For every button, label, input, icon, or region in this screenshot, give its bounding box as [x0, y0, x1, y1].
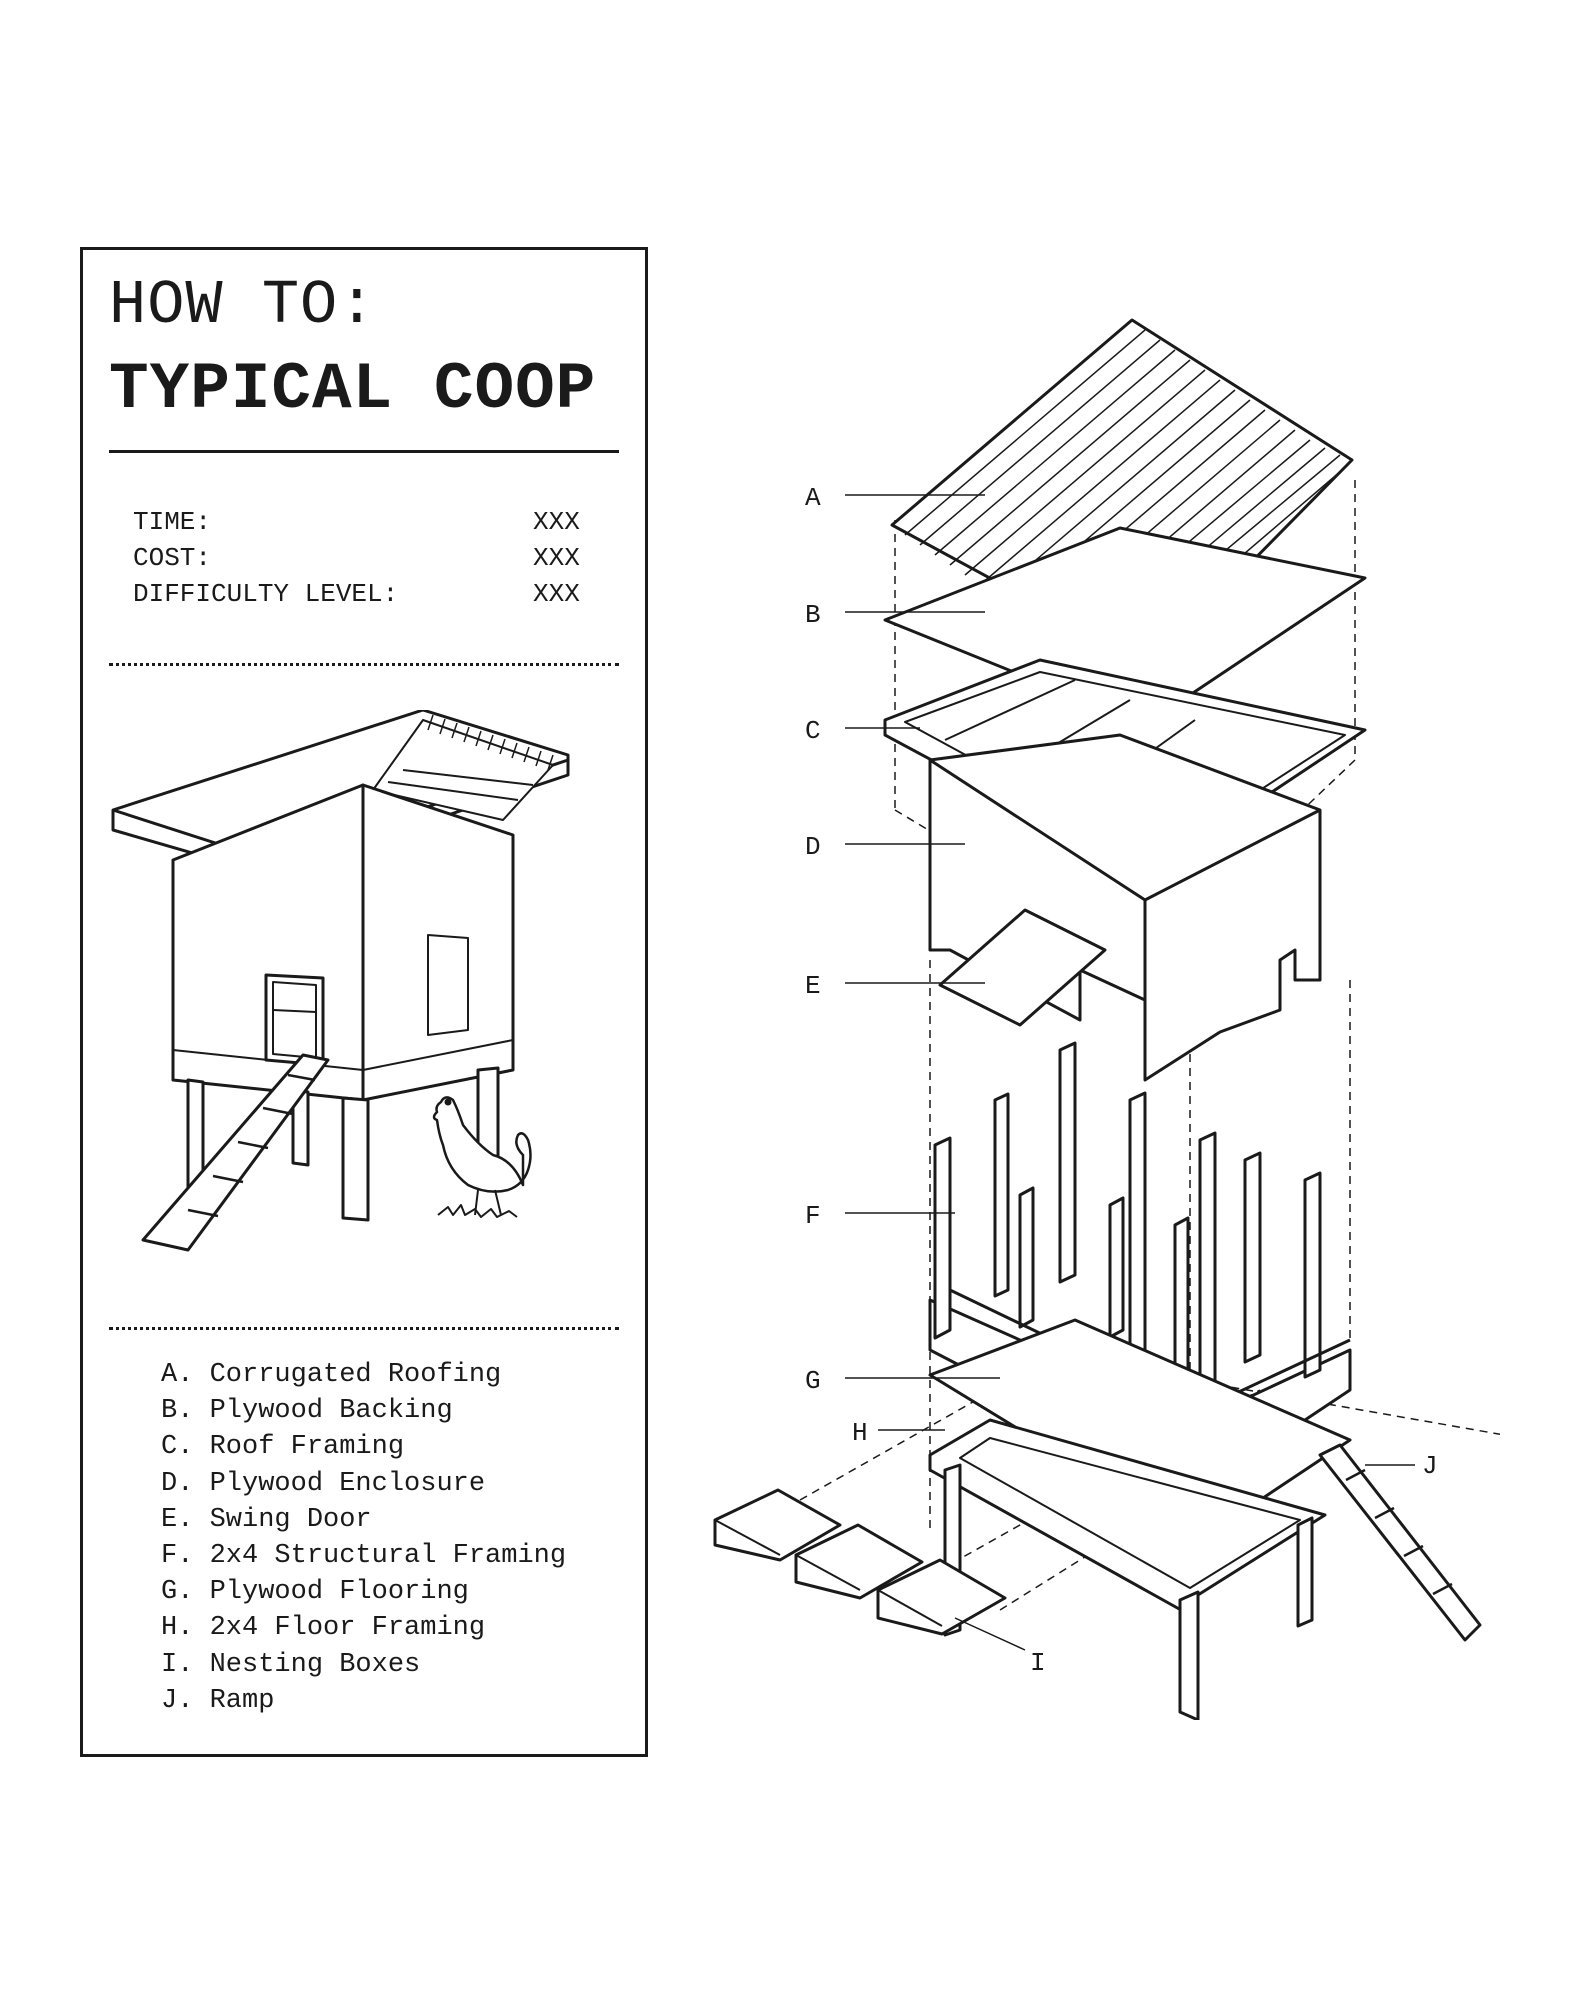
title-underline — [109, 450, 619, 453]
spec-value: XXX — [533, 507, 580, 537]
callout-h: H — [852, 1418, 868, 1448]
spec-label: DIFFICULTY LEVEL: — [133, 579, 399, 609]
spec-cost: COST: XXX — [133, 543, 583, 577]
list-item: G. Plywood Flooring — [161, 1577, 469, 1608]
spec-label: COST: — [133, 543, 212, 573]
parts-list: A. Corrugated Roofing B. Plywood Backing… — [161, 1360, 566, 1722]
list-item: A. Corrugated Roofing — [161, 1360, 502, 1390]
list-item: H. 2x4 Floor Framing — [161, 1613, 486, 1644]
callout-c: C — [805, 716, 821, 746]
part-e-swing-door — [938, 908, 1107, 1027]
spec-label: TIME: — [133, 507, 212, 537]
title-typical-coop: TYPICAL COOP — [109, 352, 597, 427]
list-item: D. Plywood Enclosure — [161, 1468, 486, 1499]
part-i-nesting-boxes — [713, 1488, 1007, 1636]
part-d-plywood-enclosure — [928, 733, 1322, 1082]
callout-g: G — [805, 1366, 821, 1396]
leader-lines — [845, 494, 1415, 1651]
part-h-floor-framing — [928, 1418, 1327, 1720]
title-how-to: HOW TO: — [109, 270, 377, 341]
callout-e: E — [805, 971, 821, 1001]
chicken-icon — [432, 1096, 532, 1218]
spec-value: XXX — [533, 543, 580, 573]
callout-b: B — [805, 600, 821, 630]
callout-j: J — [1422, 1451, 1438, 1481]
callout-a: A — [805, 483, 821, 513]
spec-time: TIME: XXX — [133, 507, 583, 541]
list-item: J. Ramp — [161, 1685, 275, 1716]
callout-i: I — [1030, 1648, 1046, 1678]
list-item: B. Plywood Backing — [161, 1396, 453, 1427]
list-item: C. Roof Framing — [161, 1432, 405, 1463]
callout-d: D — [805, 832, 821, 862]
exploded-diagram: A B C D E F G H I J — [713, 318, 1500, 1720]
info-panel: HOW TO: TYPICAL COOP TIME: XXX COST: XXX… — [80, 247, 648, 1757]
list-item: I. Nesting Boxes — [161, 1649, 421, 1680]
list-item: E. Swing Door — [161, 1504, 372, 1535]
spec-value: XXX — [533, 579, 580, 609]
coop-illustration — [111, 710, 570, 1252]
divider-bottom — [109, 1327, 619, 1330]
callout-f: F — [805, 1201, 821, 1231]
divider-top — [109, 663, 619, 666]
spec-difficulty: DIFFICULTY LEVEL: XXX — [133, 579, 583, 613]
part-j-ramp — [1318, 1443, 1482, 1642]
list-item: F. 2x4 Structural Framing — [161, 1540, 567, 1571]
